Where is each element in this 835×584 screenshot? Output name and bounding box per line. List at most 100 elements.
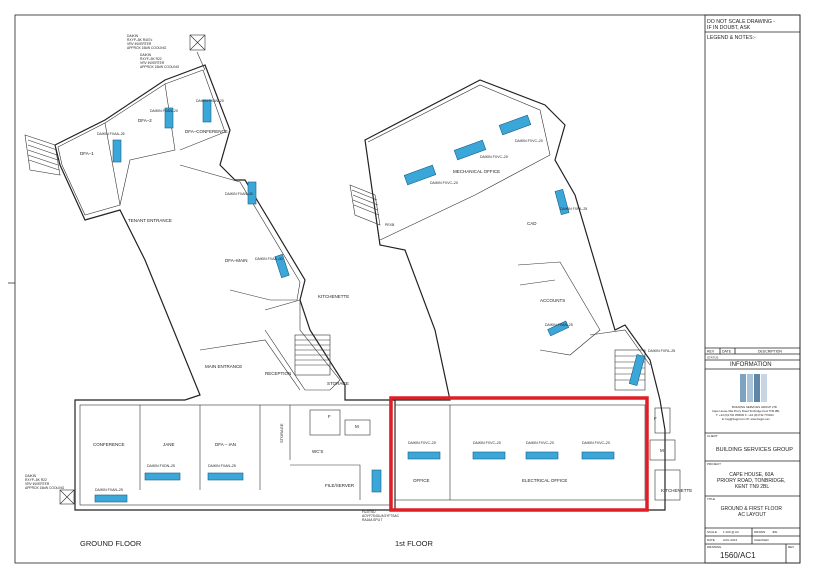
room-label: STORAGE xyxy=(279,423,284,443)
ground-floor-caption: GROUND FLOOR xyxy=(80,539,142,548)
ac-unit xyxy=(453,139,487,161)
unit-label: DAIKIN FXAA–25 xyxy=(97,132,125,136)
svg-text:1:100 @ A3: 1:100 @ A3 xyxy=(723,530,739,534)
status-value: INFORMATION xyxy=(730,362,772,368)
ac-unit xyxy=(112,139,122,163)
unit-label: DAIKIN FXAA–40 xyxy=(255,257,283,261)
legend-heading: LEGEND & NOTES:- xyxy=(707,35,756,41)
ac-unit xyxy=(498,114,532,136)
condenser-icon xyxy=(189,34,206,51)
ac-unit xyxy=(274,253,290,279)
svg-text:CLIENT: CLIENT xyxy=(707,434,718,438)
room-label: WC'S xyxy=(312,449,323,454)
svg-text:DATE: DATE xyxy=(722,350,732,354)
client-value: BUILDING SERVICES GROUP xyxy=(716,447,793,453)
room-label: CAD xyxy=(527,221,537,226)
svg-text:DESCRIPTION: DESCRIPTION xyxy=(758,350,782,354)
room-label: F xyxy=(654,416,657,421)
room-label: KITCHENETTE xyxy=(318,294,349,299)
svg-text:AUG 2013: AUG 2013 xyxy=(723,538,737,542)
svg-text:REV: REV xyxy=(707,350,715,354)
svg-text:TITLE: TITLE xyxy=(707,497,715,501)
room-label: RECEPTION xyxy=(265,371,291,376)
room-label: DFA–MAIN xyxy=(225,258,248,263)
ac-unit xyxy=(403,164,437,186)
outdoor-note: DAIKIN RXYP–5K R22 VRV INVERTER APPROX 1… xyxy=(25,474,65,490)
svg-text:REV: REV xyxy=(788,545,794,549)
svg-text:STATUS: STATUS xyxy=(707,356,718,360)
svg-text:DRAWING: DRAWING xyxy=(707,545,722,549)
ac-unit xyxy=(94,494,128,503)
room-label: KITCHENETTE xyxy=(661,488,692,493)
unit-label: DAIKIN FXAN–20 xyxy=(196,99,224,103)
unit-label: DAIKIN FXAN–20 xyxy=(150,109,178,113)
room-label: DFA – IAN xyxy=(215,442,236,447)
ac-unit xyxy=(144,472,181,481)
ac-unit xyxy=(525,451,559,460)
unit-label: DAIKIN FXVC–20 xyxy=(480,155,508,159)
ac-unit xyxy=(581,451,615,460)
svg-text:DRAWN: DRAWN xyxy=(754,530,765,534)
first-floor-plan: MECHANICAL OFFICE CAD ACCOUNTS OFFICE EL… xyxy=(349,79,692,548)
svg-text:SCALE: SCALE xyxy=(707,530,717,534)
room-label: ELECTRICAL OFFICE xyxy=(522,478,567,483)
ac-unit xyxy=(207,472,244,481)
unit-label: DAIKIN FXAN–25 xyxy=(95,488,123,492)
ac-unit xyxy=(164,107,174,129)
unit-label: DAIKIN FXFA–25 xyxy=(560,207,587,211)
unit-label: DAIKIN FXDN–25 xyxy=(147,464,175,468)
ac-unit xyxy=(247,181,257,205)
unit-label: DAIKIN FXVC–20 xyxy=(408,441,436,445)
room-label: CONFERENCE xyxy=(93,442,125,447)
room-label: PEXB xyxy=(385,223,395,227)
room-label: OFFICE xyxy=(413,478,430,483)
company-logo xyxy=(740,374,767,402)
ac-unit xyxy=(202,99,212,123)
unit-label: DAIKIN FXAN–25 xyxy=(208,464,236,468)
room-label: F xyxy=(328,414,331,419)
svg-text:JML: JML xyxy=(772,530,778,534)
room-label: DFA–1 xyxy=(80,151,94,156)
svg-text:CHECKED: CHECKED xyxy=(754,538,770,542)
unit-label: DAIKIN FXVC–20 xyxy=(473,441,501,445)
title-block: DO NOT SCALE DRAWING - IF IN DOUBT, ASK … xyxy=(704,14,801,564)
project-value: CAPE HOUSE, 60A PRIORY ROAD, TONBRIDGE, … xyxy=(717,472,787,490)
room-label: MAIN ENTRANCE xyxy=(205,364,242,369)
unit-label: DAIKIN FXVC–20 xyxy=(526,441,554,445)
unit-label: DAIKIN FXVC–20 xyxy=(430,181,458,185)
pipe-note: FUJITSU AOYF7S40L/AOYF7SAC RA16A SPLIT xyxy=(362,510,400,522)
svg-text:PROJECT: PROJECT xyxy=(707,462,721,466)
outdoor-note: DAIKIN RXYF–5K R22 VRV INVERTER APPROX 1… xyxy=(140,53,180,69)
company-details: BUILDING SERVICES GROUP LTD Cape House 6… xyxy=(712,405,781,421)
room-label: M xyxy=(660,448,664,453)
room-label: DFA–2 xyxy=(138,118,152,123)
room-label: DFA–CONFERENCE xyxy=(185,129,228,134)
warning-note: DO NOT SCALE DRAWING - IF IN DOUBT, ASK xyxy=(707,19,776,31)
unit-label: DAIKIN FXVC–20 xyxy=(582,441,610,445)
ac-unit xyxy=(472,451,506,460)
unit-label: DAIKIN FXFA–25 xyxy=(648,349,675,353)
sheet-border xyxy=(14,14,801,564)
drawing-title: GROUND & FIRST FLOOR AC LAYOUT xyxy=(721,506,784,518)
room-label: MECHANICAL OFFICE xyxy=(453,169,500,174)
room-label: STORAGE xyxy=(327,381,349,386)
ac-unit xyxy=(371,469,382,493)
room-label: JANE xyxy=(163,442,175,447)
unit-label: DAIKIN FXAN–40 xyxy=(225,192,253,196)
room-label: ACCOUNTS xyxy=(540,298,565,303)
room-label: FILE/SERVER xyxy=(325,483,355,488)
highlight-box xyxy=(389,396,649,512)
condenser-icon xyxy=(59,489,75,505)
ac-unit xyxy=(547,320,570,337)
unit-label: DAIKIN FXAN–25 xyxy=(545,323,573,327)
room-label: M xyxy=(355,424,359,429)
first-floor-caption: 1st FLOOR xyxy=(395,539,434,548)
outdoor-note: DAIKIN RXYP–8K R407c VRV INVERTER APPROX… xyxy=(127,34,167,50)
svg-text:DATE: DATE xyxy=(707,538,715,542)
ground-floor-plan: DFA–1 DFA–2 DFA–CONFERENCE TENANT ENTRAN… xyxy=(24,34,400,548)
drawing-number: 1560/AC1 xyxy=(720,551,756,560)
ac-unit xyxy=(628,354,646,386)
room-label: TENANT ENTRANCE xyxy=(128,218,172,223)
